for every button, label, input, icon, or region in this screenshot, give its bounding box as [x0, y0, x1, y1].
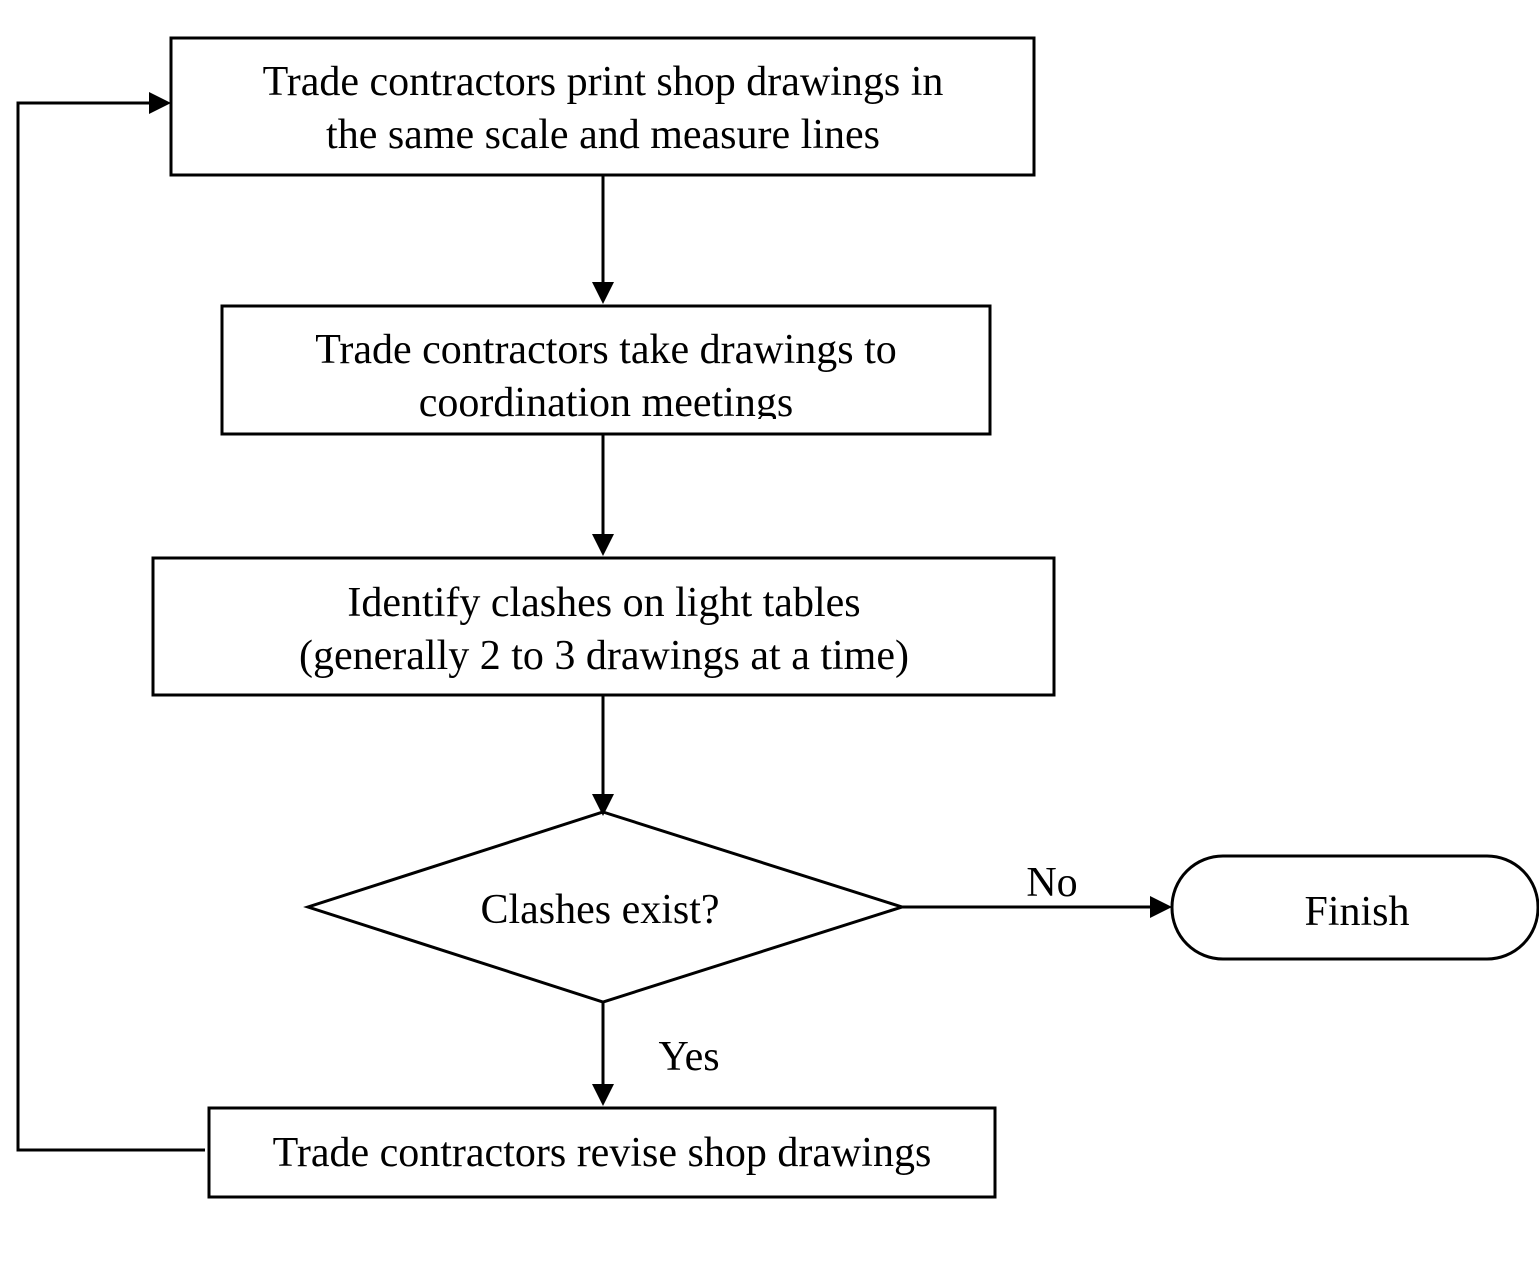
- node-decision-clashes: Clashes exist?: [303, 810, 907, 1004]
- node-print-shop-drawings-box: [169, 36, 1036, 177]
- edge-no-label: No: [1026, 860, 1077, 906]
- edge-print-to-take: [592, 175, 614, 304]
- edge-identify-to-decision: [592, 695, 614, 816]
- node-print-shop-drawings: Trade contractors print shop drawings in…: [169, 36, 1036, 177]
- edge-take-to-identify-arrowhead: [592, 534, 614, 556]
- edge-yes-label: Yes: [658, 1034, 719, 1080]
- node-revise-label: Trade contractors revise shop drawings: [273, 1130, 932, 1176]
- finish-label: Finish: [1304, 889, 1409, 935]
- edge-identify-to-decision-arrowhead: [592, 794, 614, 816]
- node-print-line-2: the same scale and measure lines: [326, 112, 880, 158]
- node-take-drawings: Trade contractors take drawings to coord…: [220, 304, 992, 436]
- edge-loop-arrowhead: [149, 92, 171, 114]
- edge-decision-to-finish: No: [902, 860, 1172, 918]
- node-revise-shop-drawings: Trade contractors revise shop drawings: [207, 1106, 997, 1199]
- edge-revise-to-print-loop: [16, 92, 205, 1152]
- finish-terminator: [1170, 854, 1539, 961]
- node-finish: Finish: [1170, 854, 1539, 961]
- node-take-drawings-box: [220, 304, 992, 436]
- node-identify-clashes: Identify clashes on light tables (genera…: [151, 556, 1056, 697]
- node-identify-line-1: Identify clashes on light tables: [347, 580, 860, 626]
- node-identify-clashes-box: [151, 556, 1056, 697]
- edge-print-to-take-arrowhead: [592, 282, 614, 304]
- node-print-line-1: Trade contractors print shop drawings in: [263, 59, 944, 105]
- edge-decision-to-finish-arrowhead: [1150, 896, 1172, 918]
- node-revise-shop-drawings-box: [207, 1106, 997, 1199]
- decision-label: Clashes exist?: [480, 887, 719, 933]
- node-take-text-clip: [224, 419, 988, 432]
- edge-take-to-identify: [592, 434, 614, 556]
- node-take-line-2: coordination meetings: [419, 380, 793, 426]
- edge-decision-to-revise: Yes: [592, 1002, 720, 1106]
- edge-loop-line: [16, 101, 205, 1152]
- node-identify-line-2: (generally 2 to 3 drawings at a time): [299, 633, 909, 679]
- node-take-line-1: Trade contractors take drawings to: [315, 327, 897, 373]
- edge-decision-to-revise-arrowhead: [592, 1084, 614, 1106]
